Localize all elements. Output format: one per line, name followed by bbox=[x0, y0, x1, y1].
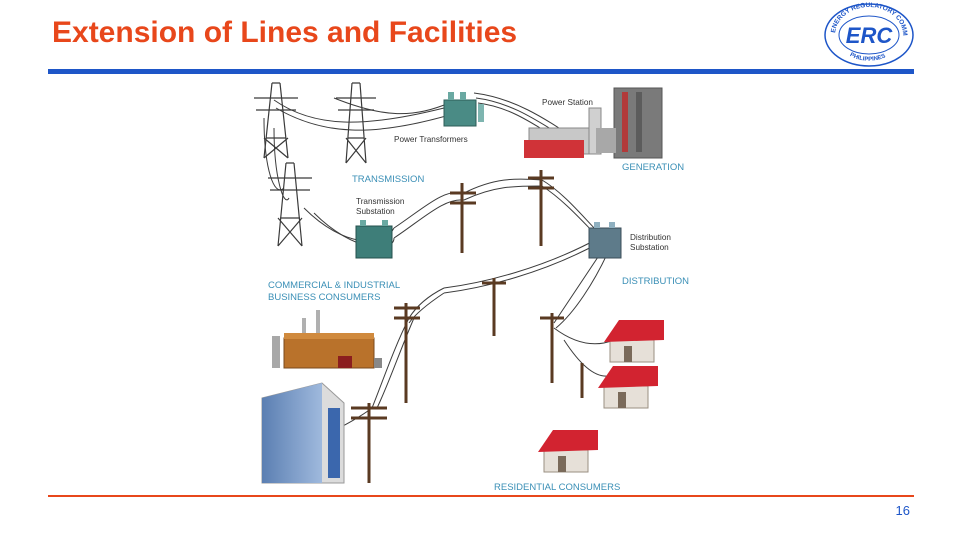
transmission-tower-2 bbox=[336, 83, 376, 163]
office-building bbox=[262, 383, 344, 483]
house-1 bbox=[604, 320, 664, 362]
logo-abbr: ERC bbox=[846, 23, 894, 48]
power-system-diagram: Power Station Power Transformers GENERAT… bbox=[244, 78, 712, 496]
power-transformers bbox=[444, 92, 484, 126]
title-underline bbox=[48, 69, 914, 74]
label-distribution-substation-2: Substation bbox=[630, 243, 669, 252]
house-2 bbox=[598, 366, 658, 408]
label-power-transformers: Power Transformers bbox=[394, 135, 468, 144]
label-distribution-substation-1: Distribution bbox=[630, 233, 671, 242]
label-generation: GENERATION bbox=[622, 162, 684, 173]
label-distribution: DISTRIBUTION bbox=[622, 276, 689, 287]
transmission-tower-3 bbox=[268, 163, 312, 246]
slide-title: Extension of Lines and Facilities bbox=[52, 16, 517, 50]
label-transmission-substation-1: Transmission bbox=[356, 197, 405, 206]
label-commercial-2: BUSINESS CONSUMERS bbox=[268, 292, 380, 303]
label-residential: RESIDENTIAL CONSUMERS bbox=[494, 482, 620, 493]
label-power-station: Power Station bbox=[542, 98, 593, 107]
label-commercial-1: COMMERCIAL & INDUSTRIAL bbox=[268, 280, 400, 291]
utility-poles bbox=[351, 170, 582, 483]
label-transmission: TRANSMISSION bbox=[352, 174, 424, 185]
footer-rule bbox=[48, 495, 914, 497]
transmission-tower-1 bbox=[254, 83, 298, 158]
industrial-facility bbox=[272, 310, 382, 368]
erc-logo: ENERGY REGULATORY COMMISSION PHILIPPINES… bbox=[823, 2, 915, 68]
transmission-substation bbox=[356, 220, 392, 258]
label-transmission-substation-2: Substation bbox=[356, 207, 395, 216]
page-number: 16 bbox=[896, 503, 910, 518]
house-3 bbox=[538, 430, 598, 472]
